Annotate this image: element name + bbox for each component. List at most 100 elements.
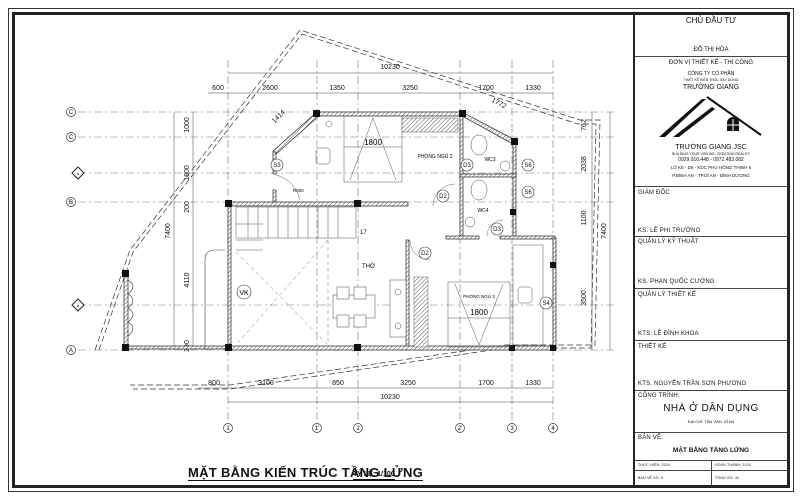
dining-table: [332, 286, 376, 328]
design-name: KTS. NGUYỄN TRẦN SƠN PHƯƠNG: [638, 381, 747, 387]
right-dimensions: 762 2038 1100 3500 7400: [581, 112, 611, 350]
svg-text:2: 2: [356, 426, 360, 432]
altar-cabinet: [389, 279, 407, 338]
svg-text:1414: 1414: [271, 109, 287, 125]
svg-text:1100: 1100: [581, 210, 588, 225]
svg-text:17: 17: [360, 230, 367, 236]
owner-name: ĐỖ THỊ HÒA: [693, 47, 729, 53]
svg-text:800: 800: [208, 380, 220, 387]
svg-text:WC3: WC3: [484, 157, 495, 163]
svg-text:2038: 2038: [581, 156, 588, 172]
svg-text:C: C: [69, 110, 74, 116]
address-line2: P.BÌNH AN - TP.DĨ AN - BÌNH DƯƠNG: [672, 173, 750, 178]
svg-text:600: 600: [212, 85, 224, 92]
svg-text:1350: 1350: [329, 85, 345, 92]
svg-text:850: 850: [332, 380, 344, 387]
design-manager-name: KTS. LÊ ĐÌNH KHOA: [638, 331, 699, 337]
svg-text:1700: 1700: [478, 85, 494, 92]
svg-text:A: A: [77, 303, 80, 308]
svg-text:762: 762: [581, 119, 588, 131]
svg-text:1000: 1000: [184, 117, 191, 133]
address-line1: LÔ K6 - D6 - KDC PHÚ HỒNG THỊNH 6: [670, 165, 752, 170]
svg-text:1: 1: [226, 426, 230, 432]
start-year: THỰC HIỆN: 2024: [638, 463, 671, 467]
svg-text:3250: 3250: [400, 380, 416, 387]
designer-person-cell: THIẾT KẾ KTS. NGUYỄN TRẦN SƠN PHƯƠNG: [635, 341, 787, 391]
wardrobe-bed3: [413, 276, 429, 348]
svg-text:S6: S6: [524, 190, 532, 196]
svg-text:PHÒNG NGỦ 3: PHÒNG NGỦ 3: [463, 293, 495, 299]
sheet-number-cell: BẢN VẼ SỐ: 5 TỔNG SỐ: 40: [635, 471, 787, 485]
bed-room-3: [447, 244, 544, 348]
company-name: TRƯỜNG GIANG: [682, 84, 740, 91]
project-label: CÔNG TRÌNH:: [638, 393, 680, 399]
svg-text:1772: 1772: [490, 97, 507, 111]
grid-column-bubbles: 1 1' 2 2' 3 4: [223, 423, 558, 433]
director-label: GIÁM ĐỐC: [638, 190, 670, 196]
company-line2: THIẾT KẾ KIẾN TRÚC XÂY DỰNG: [683, 78, 739, 82]
svg-text:3100: 3100: [258, 380, 274, 387]
dates-cell: THỰC HIỆN: 2024 HOÀN THÀNH: 2024: [635, 461, 787, 471]
svg-text:B: B: [69, 200, 73, 206]
structural-columns: [122, 110, 556, 351]
svg-text:200: 200: [184, 201, 191, 213]
bay-window: [127, 279, 134, 337]
tech-manager-name: KS. PHAN QUỐC CƯỜNG: [638, 279, 715, 285]
bottom-dimensions: 800 3100 850 3250 1700 1330 10230: [198, 380, 553, 403]
project-name: NHÀ Ở DÂN DỤNG: [663, 403, 759, 414]
floor-plan: C C A B A A 1 1' 2 2' 3 4 10230 600 2600: [66, 29, 615, 433]
inner-border: [12, 12, 790, 488]
svg-text:10230: 10230: [380, 64, 400, 71]
svg-text:4: 4: [551, 426, 555, 432]
svg-text:D3: D3: [463, 163, 471, 169]
svg-text:S6: S6: [524, 163, 532, 169]
drawing-scale: TỶ LỆ: 1/100: [353, 471, 395, 480]
tech-manager-cell: QUẢN LÝ KỸ THUẬT KS. PHAN QUỐC CƯỜNG: [635, 237, 787, 289]
owner-label: CHỦ ĐẦU TƯ: [685, 16, 737, 25]
designer-label: ĐƠN VỊ THIẾT KẾ - THI CÔNG: [668, 60, 754, 66]
site-boundary: [94, 29, 601, 390]
company-logo-icon: [659, 96, 762, 137]
svg-text:D3: D3: [493, 227, 501, 233]
svg-text:S3: S3: [273, 163, 281, 169]
svg-text:7400: 7400: [165, 223, 172, 239]
staircase: [235, 206, 357, 251]
design-manager-label: QUẢN LÝ THIẾT KẾ: [638, 292, 696, 298]
director-cell: GIÁM ĐỐC KS. LÊ PHI TRƯỜNG: [635, 187, 787, 237]
svg-text:2': 2': [458, 426, 462, 432]
svg-text:3: 3: [510, 426, 514, 432]
svg-text:C: C: [69, 135, 74, 141]
outer-border: [8, 8, 794, 492]
svg-text:1700: 1700: [478, 380, 494, 387]
svg-text:2600: 2600: [262, 85, 278, 92]
sheet-name-cell: BẢN VẼ: MẶT BẰNG TẦNG LỬNG: [635, 433, 787, 461]
svg-text:WC4: WC4: [477, 208, 488, 214]
svg-text:R600: R600: [293, 188, 304, 193]
design-label: THIẾT KẾ: [638, 344, 667, 350]
phones: 0929.910.448 - 0972.483.082: [678, 157, 744, 163]
svg-text:10230: 10230: [380, 394, 400, 401]
svg-text:A: A: [69, 348, 73, 354]
sheet-label: BẢN VẼ:: [638, 435, 664, 441]
drawing-title: MẶT BẰNG KIẾN TRÚC TẦNG LỬNG: [188, 465, 424, 481]
svg-text:3500: 3500: [581, 290, 588, 306]
wc-fixtures: [464, 134, 511, 228]
svg-text:1800: 1800: [364, 138, 382, 147]
svg-text:1': 1': [315, 426, 319, 432]
owner-cell: CHỦ ĐẦU TƯ ĐỖ THỊ HÒA: [635, 12, 787, 57]
door-window-tags: S3 D2 D3 D3 S6 S6 D2 S4: [270, 158, 553, 310]
svg-text:1800: 1800: [470, 308, 488, 317]
designer-cell: ĐƠN VỊ THIẾT KẾ - THI CÔNG CÔNG TY CỔ PH…: [635, 57, 787, 187]
sheet-number: BẢN VẼ SỐ: 5: [638, 476, 664, 480]
title-block: CHỦ ĐẦU TƯ ĐỖ THỊ HÒA ĐƠN VỊ THIẾT KẾ - …: [633, 12, 787, 485]
director-name: KS. LÊ PHI TRƯỜNG: [638, 228, 701, 234]
tech-manager-label: QUẢN LÝ KỸ THUẬT: [638, 239, 699, 245]
svg-text:D2: D2: [439, 194, 447, 200]
svg-text:S4: S4: [542, 301, 550, 307]
grid-row-bubbles: C C A B A A: [66, 107, 85, 355]
left-dimensions: 7400 1000 1800 200 4110 290: [165, 112, 194, 352]
brand-name: TRƯỜNG GIANG JSC: [675, 144, 747, 151]
svg-text:VK: VK: [239, 290, 249, 297]
design-manager-cell: QUẢN LÝ THIẾT KẾ KTS. LÊ ĐÌNH KHOA: [635, 289, 787, 341]
svg-text:4110: 4110: [184, 272, 191, 287]
